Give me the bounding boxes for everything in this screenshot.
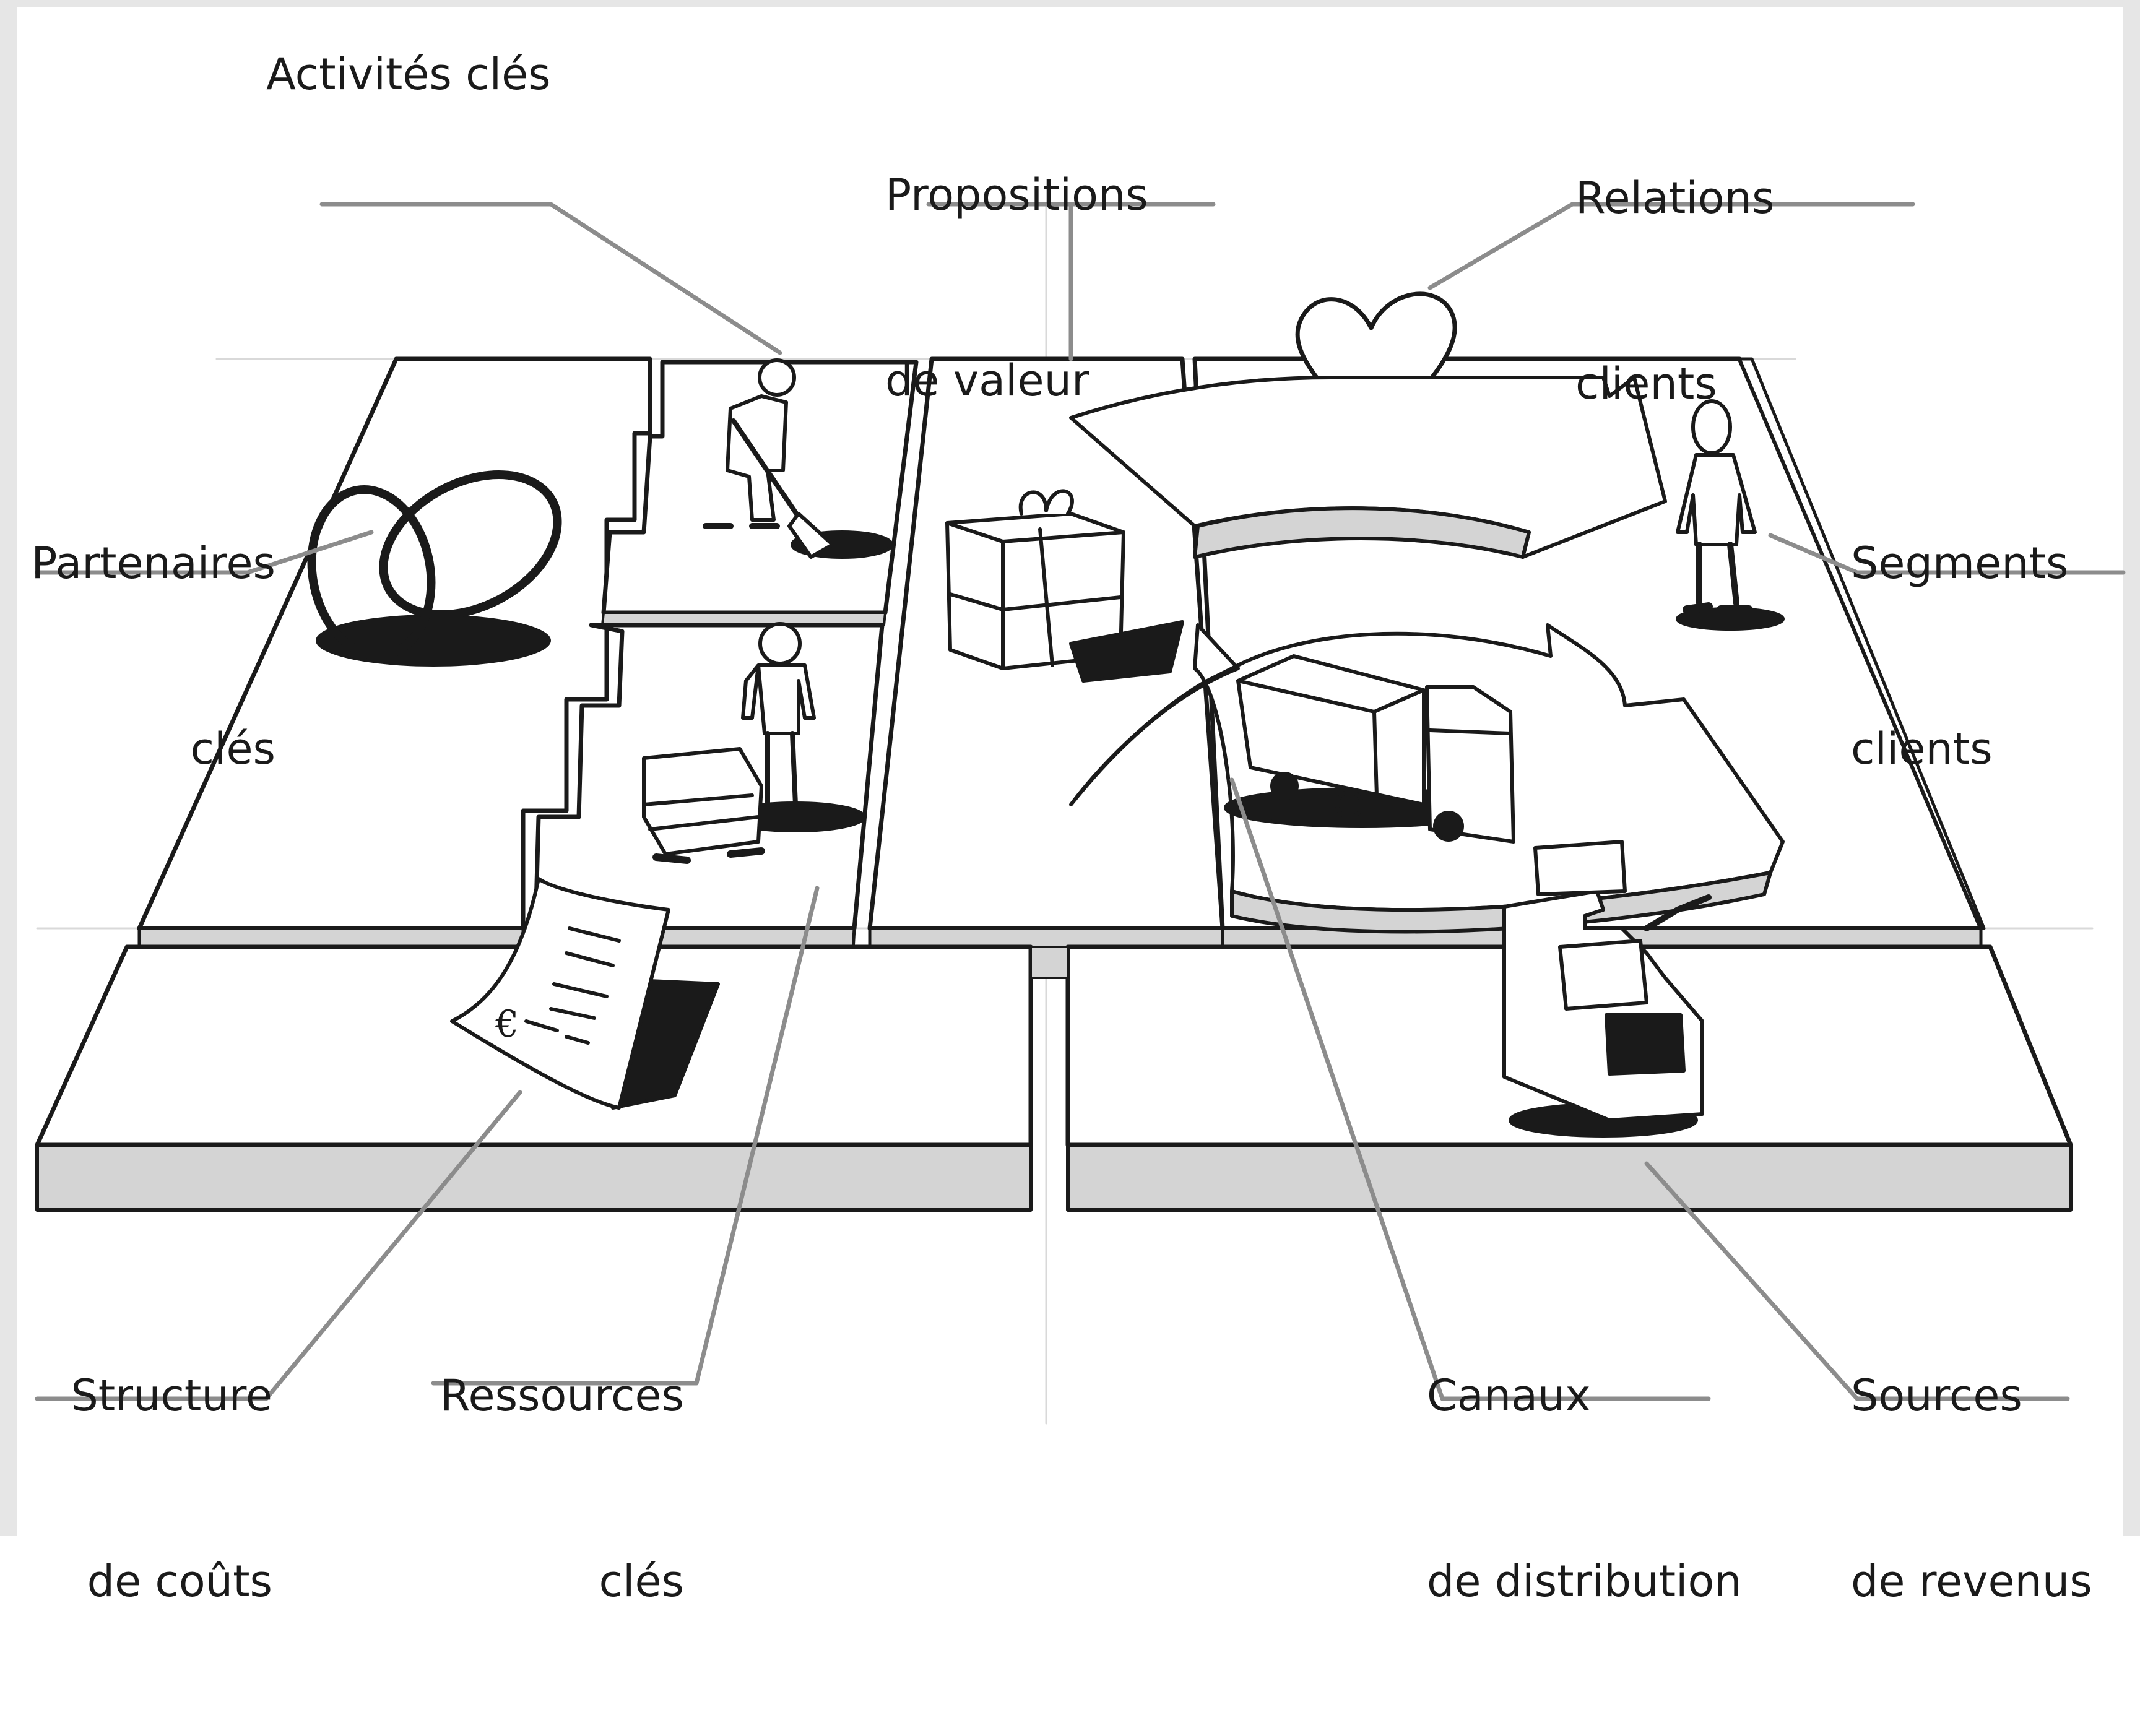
label-partenaires-cles-line1: Partenaires [31,538,275,589]
label-relations-clients: Relations clients [1575,43,1774,538]
label-canaux-distribution-line1: Canaux [1427,1370,1591,1421]
cash-register-icon [1502,840,1712,1138]
slab-connector [1029,946,1069,979]
label-structure-couts: Structure de coûts [37,1241,272,1736]
label-propositions-valeur: Propositions de valeur [885,40,1148,535]
label-segments-clients-line2: clients [1851,723,1993,774]
leader-lines [35,202,2126,1401]
label-propositions-valeur-line2: de valeur [885,355,1089,406]
worker-with-cart-icon [642,622,865,864]
label-canaux-distribution-line2: de distribution [1427,1556,1742,1607]
svg-text:€: € [495,1003,519,1046]
label-ressources-cles: Ressources clés [409,1241,684,1736]
label-canaux-distribution: Canaux de distribution [1427,1241,1742,1736]
label-relations-clients-line2: clients [1575,358,1717,409]
truck-icon [1224,654,1515,844]
document-icon: € [450,877,720,1110]
label-structure-couts-line2: de coûts [87,1556,272,1607]
slab-sources-revenus [1065,944,2073,1212]
label-activites-cles: Activités clés [266,43,551,105]
label-sources-revenus: Sources de revenus [1851,1241,2092,1736]
left-border [0,0,17,1536]
top-border [0,0,2140,7]
label-segments-clients-line1: Segments [1851,538,2069,589]
digging-person-icon [703,358,893,559]
label-sources-revenus-line1: Sources [1851,1370,2022,1421]
slab-segments-clients [1738,357,1986,930]
label-propositions-valeur-line1: Propositions [885,170,1148,220]
label-segments-clients: Segments clients [1851,408,2068,904]
label-ressources-cles-line2: clés [599,1556,684,1607]
business-model-canvas-illustration: € [35,202,2126,1425]
canvas-diagram: € [0,0,2140,1607]
rings-icon [307,470,562,667]
label-sources-revenus-line2: de revenus [1851,1556,2092,1607]
gift-on-cart-icon [945,489,1184,683]
label-partenaires-cles-line2: clés [190,723,275,774]
label-relations-clients-line1: Relations [1575,173,1775,223]
label-activites-cles-text: Activités clés [266,49,551,100]
label-structure-couts-line1: Structure [71,1370,272,1421]
customer-person-icon [1676,399,1785,631]
label-ressources-cles-line1: Ressources [440,1370,684,1421]
right-border [2123,0,2140,1536]
label-partenaires-cles: Partenaires clés [19,408,275,904]
